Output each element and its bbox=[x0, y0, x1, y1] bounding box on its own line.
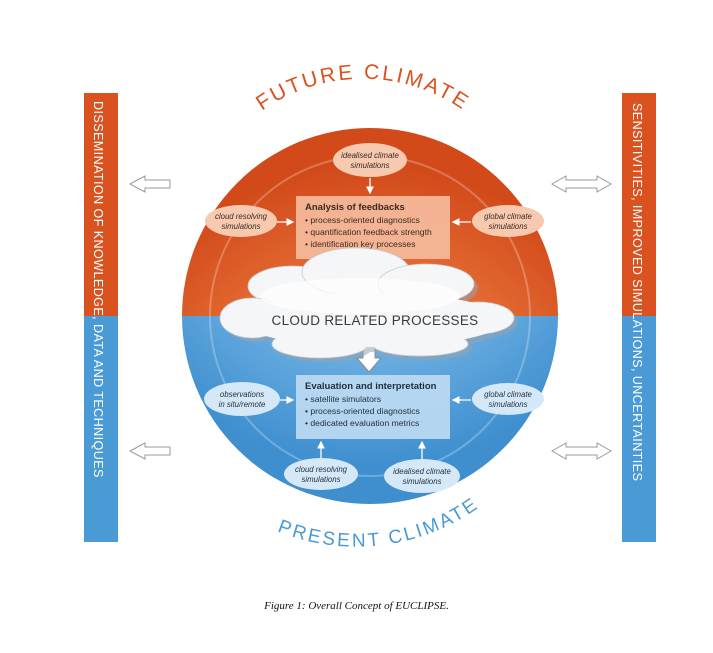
feedback-analysis-title: Analysis of feedbacks bbox=[305, 202, 405, 213]
oval-present-right-line-1: global climate bbox=[484, 390, 532, 399]
future-oval-left: cloud resolving simulations bbox=[205, 205, 277, 237]
oval-obs-line-2: in situ/remote bbox=[219, 400, 266, 409]
evaluation-item-1: • satellite simulators bbox=[305, 394, 381, 404]
global-climate-oval-future bbox=[472, 205, 544, 237]
left-arrow-bottom bbox=[128, 442, 171, 460]
left-arrow-top bbox=[128, 175, 171, 193]
oval-present-right-line-2: simulations bbox=[489, 400, 528, 409]
idealised-climate-oval-present bbox=[384, 459, 460, 493]
present-box: Evaluation and interpretation • satellit… bbox=[296, 375, 450, 439]
evaluation-item-3: • dedicated evaluation metrics bbox=[305, 418, 419, 428]
right-bar-bottom bbox=[622, 316, 656, 542]
future-box: Analysis of feedbacks • process-oriented… bbox=[296, 196, 450, 259]
evaluation-box bbox=[296, 375, 450, 439]
left-bar-label: DISSEMINATION OF KNOWLEDGE, DATA AND TEC… bbox=[91, 101, 105, 478]
right-double-arrow-bottom bbox=[550, 442, 613, 460]
oval-left-line-1: cloud resolving bbox=[215, 212, 268, 221]
right-bar-top bbox=[622, 93, 656, 316]
observations-oval bbox=[204, 382, 280, 416]
left-bar: DISSEMINATION OF KNOWLEDGE, DATA AND TEC… bbox=[84, 93, 118, 542]
oval-bl-line-2: simulations bbox=[302, 475, 341, 484]
feedback-analysis-box bbox=[296, 196, 450, 259]
present-oval-bottom-left: cloud resolving simulations bbox=[284, 458, 358, 490]
cloud-resolving-oval-future bbox=[205, 205, 277, 237]
present-oval-left: observations in situ/remote bbox=[204, 382, 280, 416]
present-oval-bottom-right: idealised climate simulations bbox=[384, 459, 460, 493]
oval-top-line-1: idealised climate bbox=[341, 151, 399, 160]
oval-right-line-2: simulations bbox=[489, 222, 528, 231]
oval-obs-line-1: observations bbox=[220, 390, 264, 399]
future-oval-right: global climate simulations bbox=[472, 205, 544, 237]
cloud-processes-label: CLOUD RELATED PROCESSES bbox=[272, 313, 479, 328]
oval-br-line-2: simulations bbox=[403, 477, 442, 486]
future-oval-top: idealised climate simulations bbox=[333, 143, 407, 177]
cloud-shape bbox=[219, 247, 518, 362]
right-double-arrow-top bbox=[550, 175, 613, 193]
feedback-item-3: • identification key processes bbox=[305, 239, 416, 249]
oval-br-line-1: idealised climate bbox=[393, 467, 451, 476]
oval-left-line-2: simulations bbox=[222, 222, 261, 231]
evaluation-title: Evaluation and interpretation bbox=[305, 381, 437, 392]
present-arrows bbox=[280, 396, 471, 459]
oval-right-line-1: global climate bbox=[484, 212, 532, 221]
global-climate-oval-present bbox=[472, 383, 544, 415]
future-arrows bbox=[277, 178, 471, 226]
future-climate-title-text: FUTURE CLIMATE bbox=[252, 61, 471, 115]
left-bar-top bbox=[84, 93, 118, 316]
evaluation-item-2: • process-oriented diagnostics bbox=[305, 406, 420, 416]
idealised-climate-oval-top bbox=[333, 143, 407, 177]
oval-top-line-2: simulations bbox=[351, 161, 390, 170]
future-climate-title: FUTURE CLIMATE bbox=[252, 61, 474, 115]
right-bar-label: SENSITIVITIES, IMPROVED SIMULATIONS, UNC… bbox=[630, 103, 644, 481]
feedback-item-2: • quantification feedback strength bbox=[305, 227, 432, 237]
side-arrows bbox=[128, 175, 613, 460]
present-oval-right: global climate simulations bbox=[472, 383, 544, 415]
feedback-item-1: • process-oriented diagnostics bbox=[305, 215, 420, 225]
cloud-resolving-oval-present bbox=[284, 458, 358, 490]
left-bar-bottom bbox=[84, 316, 118, 542]
oval-bl-line-1: cloud resolving bbox=[295, 465, 348, 474]
figure-caption: Figure 1: Overall Concept of EUCLIPSE. bbox=[264, 600, 449, 612]
right-bar: SENSITIVITIES, IMPROVED SIMULATIONS, UNC… bbox=[622, 93, 656, 542]
